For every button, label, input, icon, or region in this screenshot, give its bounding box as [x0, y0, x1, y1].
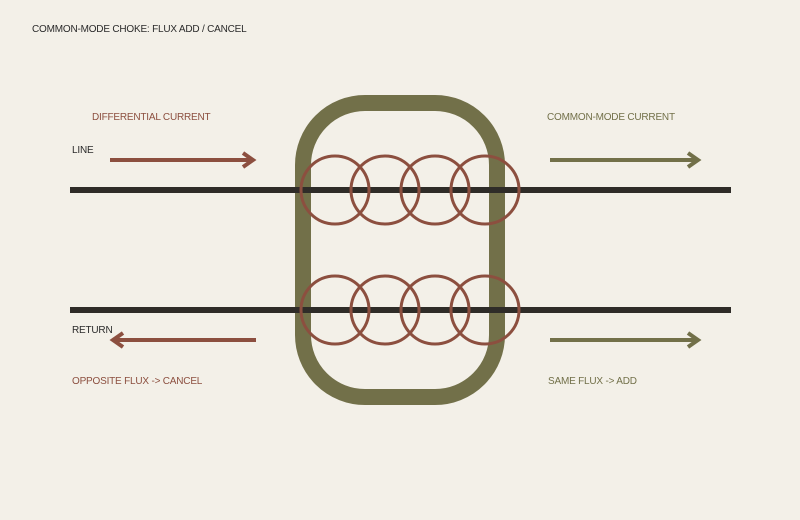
return-winding-turn [449, 274, 521, 346]
line-winding [299, 154, 521, 226]
differential-return-arrow [109, 331, 256, 349]
line-winding-turn [399, 154, 471, 226]
same-flux-label: SAME FLUX -> ADD [548, 376, 637, 387]
return-winding [299, 274, 521, 346]
return-winding-turn [399, 274, 471, 346]
return-label: RETURN [72, 325, 113, 336]
line-winding-turn [349, 154, 421, 226]
opposite-flux-label: OPPOSITE FLUX -> CANCEL [72, 376, 203, 387]
common-mode-current-label: COMMON-MODE CURRENT [547, 112, 675, 123]
line-winding-turn [449, 154, 521, 226]
line-label: LINE [72, 145, 94, 156]
differential-line-arrow [110, 151, 257, 169]
return-winding-turn [299, 274, 371, 346]
toroid-core [295, 95, 505, 405]
line-winding-turn [299, 154, 371, 226]
return-winding-turn [349, 274, 421, 346]
common-mode-line-arrow [550, 151, 702, 169]
differential-current-label: DIFFERENTIAL CURRENT [92, 112, 211, 123]
common-mode-return-arrow [550, 331, 702, 349]
diagram-title: COMMON-MODE CHOKE: FLUX ADD / CANCEL [32, 24, 247, 35]
